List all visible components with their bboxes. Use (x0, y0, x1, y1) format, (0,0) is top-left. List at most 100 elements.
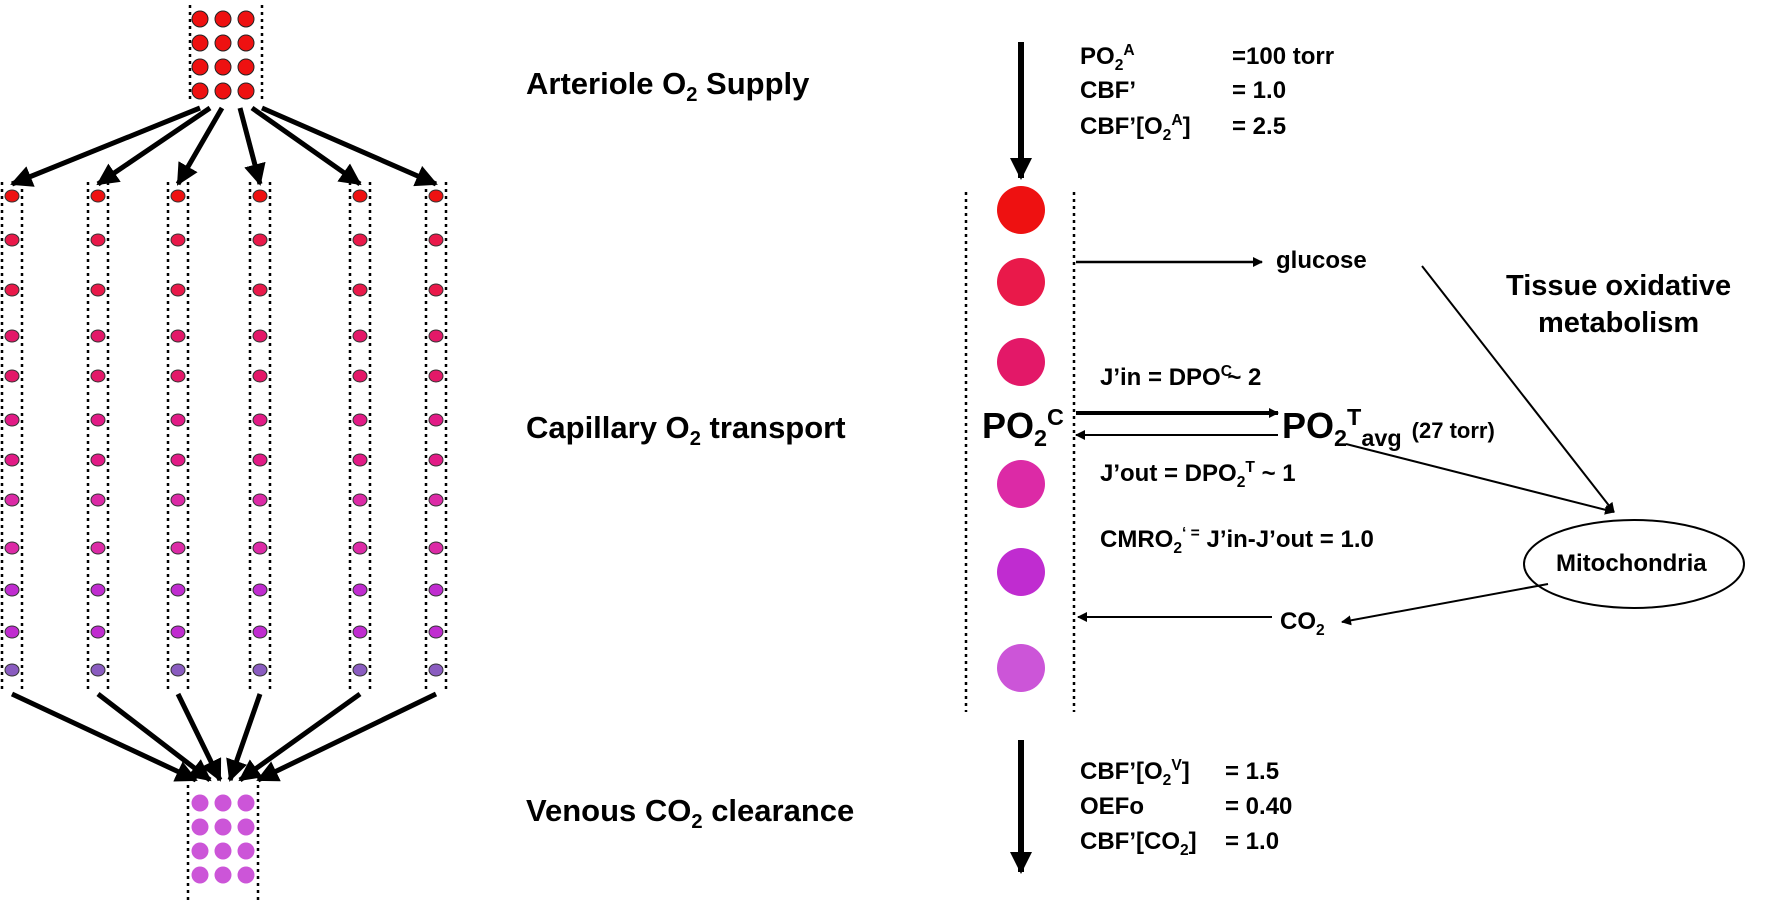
capillary-rbc (170, 413, 186, 427)
capillary-rbc (428, 583, 444, 597)
arterial-rbc (214, 82, 232, 100)
capillary-rbc (428, 233, 444, 247)
capillary-rbc (4, 329, 20, 343)
capillary-rbc (428, 541, 444, 555)
capillary-schematic (964, 42, 1745, 874)
venous-rbc (214, 794, 232, 812)
capillary-rbc (252, 541, 268, 555)
capillary-rbc (252, 493, 268, 507)
capillary-rbc (252, 283, 268, 297)
capillary-rbc (4, 233, 20, 247)
capillary-rbc (252, 625, 268, 639)
schematic-rbc (997, 460, 1045, 508)
arterial-rbc (214, 10, 232, 28)
capillary-rbc (90, 233, 106, 247)
capillary-rbc (428, 493, 444, 507)
cbf-o2a-value: = 2.5 (1232, 113, 1287, 140)
capillary-rbc (170, 283, 186, 297)
branch-arrow-in (175, 106, 225, 186)
schematic-rbc (997, 338, 1045, 386)
capillary-rbc (90, 283, 106, 297)
branch-arrow-in (250, 105, 362, 187)
capillary-stage-label: Capillary O2 transport (526, 410, 846, 451)
branch-arrow-out (96, 692, 212, 782)
capillary-rbc (428, 453, 444, 467)
branch-arrow-in (260, 105, 438, 187)
capillary-rbc (352, 453, 368, 467)
arteriole-stage-label: Arteriole O2 Supply (526, 66, 810, 107)
venous-rbc (191, 866, 209, 884)
capillary-rbc (428, 283, 444, 297)
tissue-po2-note: (27 torr) (1411, 418, 1495, 443)
branch-arrow-out (10, 691, 198, 783)
capillary-rbc (352, 283, 368, 297)
cbf-value: = 1.0 (1232, 77, 1287, 104)
arterial-rbc (191, 34, 209, 52)
arterial-rbc (191, 58, 209, 76)
capillary-rbc (428, 189, 444, 203)
capillary-rbc (428, 663, 444, 677)
capillary-rbc (170, 541, 186, 555)
venous-rbc (214, 818, 232, 836)
branch-arrow-in (237, 107, 266, 186)
capillary-rbc (90, 189, 106, 203)
capillary-rbc (352, 583, 368, 597)
venous-rbc (237, 866, 255, 884)
venous-rbc (214, 866, 232, 884)
arterial-rbc (214, 34, 232, 52)
capillary-rbc (352, 233, 368, 247)
cbf-co2-name: CBF’[CO2] (1080, 828, 1197, 859)
capillary-rbc (352, 625, 368, 639)
venous-stage-label: Venous CO2 clearance (526, 793, 855, 834)
venous-rbc (191, 842, 209, 860)
schematic-rbc (997, 548, 1045, 596)
oef-value: = 0.40 (1225, 793, 1293, 820)
capillary-rbc (90, 625, 106, 639)
venous-rbc (237, 818, 255, 836)
glucose-to-mito-arrow (1421, 265, 1615, 513)
cbf-name: CBF’ (1080, 77, 1136, 104)
capillary-rbc (170, 663, 186, 677)
capillary-rbc (352, 663, 368, 677)
venous-rbc (237, 842, 255, 860)
capillary-rbc (4, 663, 20, 677)
capillary-rbc (352, 189, 368, 203)
arterial-rbc (237, 82, 255, 100)
capillary-rbc (170, 369, 186, 383)
capillary-rbc (252, 233, 268, 247)
capillary-rbc (252, 189, 268, 203)
venous-rbc (191, 794, 209, 812)
schematic-rbc (997, 258, 1045, 306)
tissue-o2-to-mito-arrow (1345, 443, 1615, 515)
capillary-rbc (4, 493, 20, 507)
po2a-value: =100 torr (1232, 43, 1335, 70)
branch-arrow-out (226, 693, 263, 782)
arterial-rbc (237, 58, 255, 76)
capillary-rbc (252, 453, 268, 467)
capillary-rbc (170, 189, 186, 203)
mito-to-co2-arrow (1341, 583, 1549, 626)
oef-name: OEFo (1080, 793, 1144, 820)
capillary-rbc (170, 453, 186, 467)
capillary-rbc (170, 233, 186, 247)
capillary-rbc (252, 583, 268, 597)
capillary-rbc (4, 189, 20, 203)
capillary-rbc (90, 453, 106, 467)
capillary-rbc (428, 413, 444, 427)
arterial-rbc (191, 10, 209, 28)
arterial-rbc (237, 10, 255, 28)
branch-arrow-out (175, 692, 223, 782)
capillary-rbc (352, 493, 368, 507)
capillary-rbc (428, 369, 444, 383)
capillary-rbc (252, 413, 268, 427)
capillary-rbc (170, 493, 186, 507)
capillary-rbc (170, 329, 186, 343)
glucose-label: glucose (1276, 247, 1367, 274)
arterial-rbc (214, 58, 232, 76)
venous-rbc (237, 794, 255, 812)
capillary-rbc (352, 369, 368, 383)
j-out-label: J’out = DPO2T ~ 1 (1100, 459, 1296, 491)
capillary-rbc (90, 663, 106, 677)
